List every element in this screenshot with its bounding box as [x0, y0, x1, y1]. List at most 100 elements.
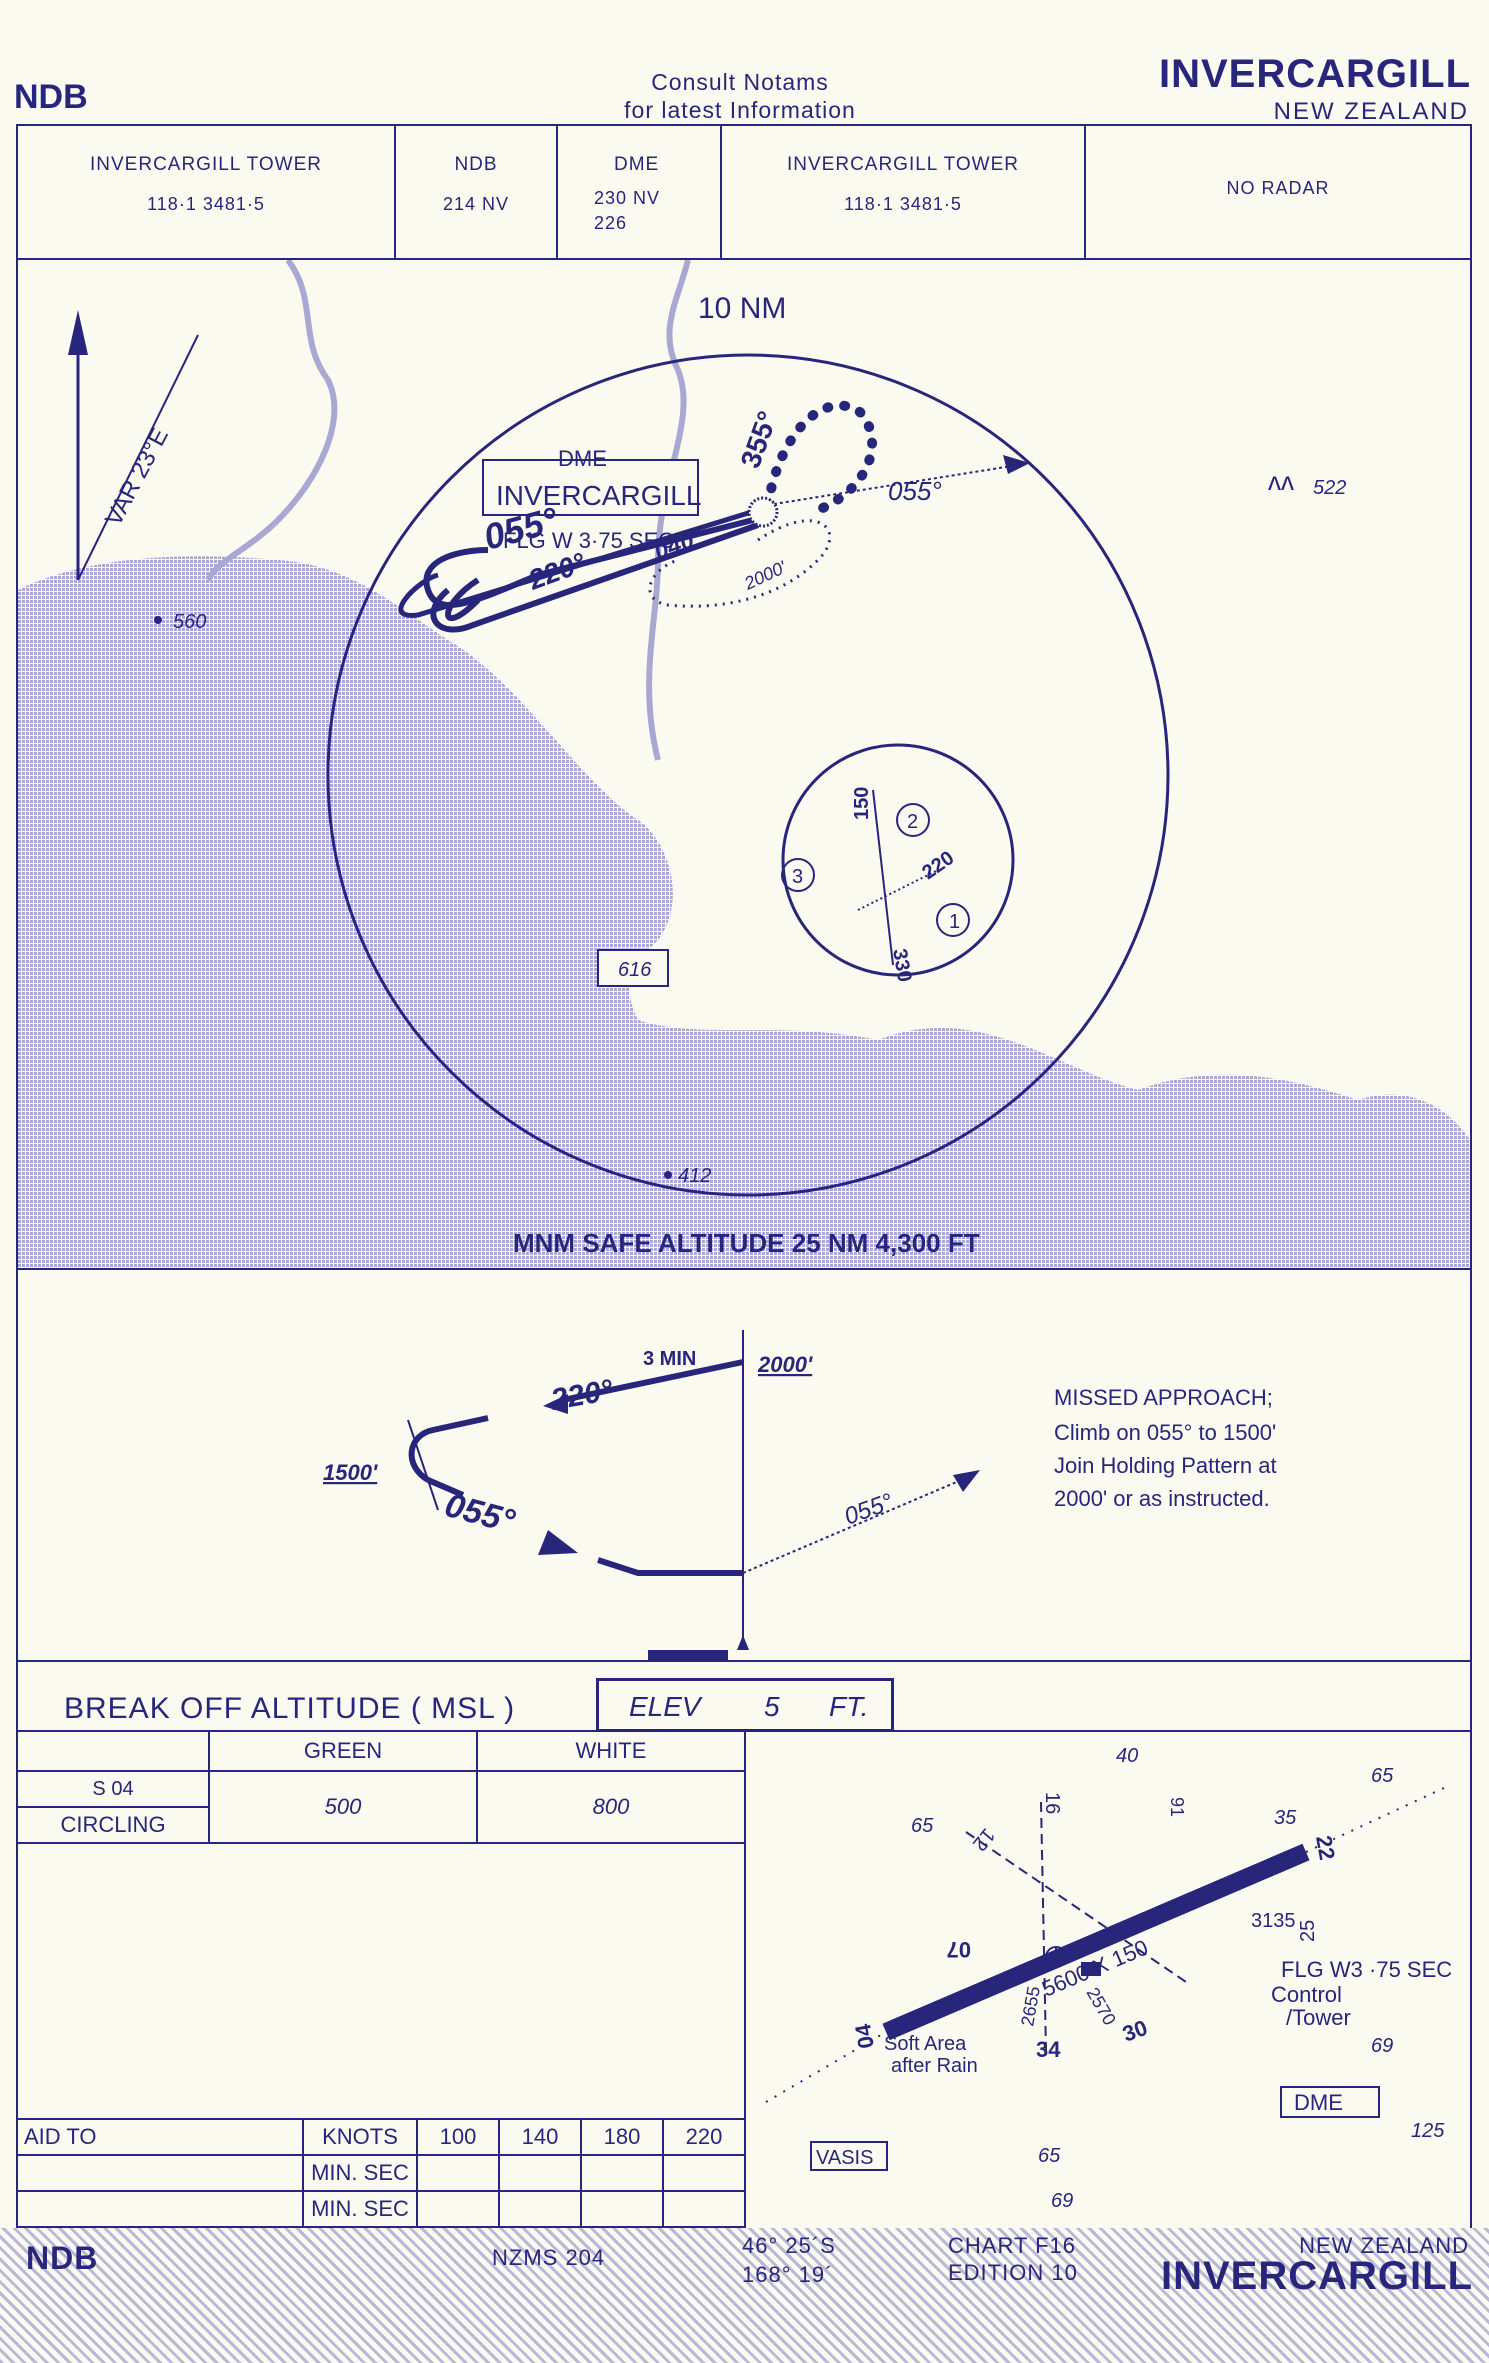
missed-line-3: 2000' or as instructed. [1054, 1486, 1270, 1511]
sector-marker [936, 903, 970, 937]
freq-value-2: 226 [594, 213, 628, 233]
variation-label: VAR 23°E [100, 424, 174, 531]
airport-name: INVERCARGILL [1159, 52, 1471, 96]
time-label: 3 MIN [643, 1348, 696, 1370]
footer-country: NEW ZEALAND [1299, 2233, 1469, 2258]
footer-edition: EDITION 10 [948, 2260, 1078, 2285]
notam-notice: Consult Notams for latest Information [520, 68, 960, 124]
control-label: Control [1271, 1982, 1342, 2007]
obstacle-height: 65 [1371, 1765, 1394, 1787]
row-circling: CIRCLING [18, 1806, 210, 1844]
row-s04: S 04 [18, 1770, 210, 1808]
obstacle-height: 40 [1116, 1745, 1138, 1767]
missed-profile-arrow [953, 1470, 980, 1492]
procedure-turn [398, 507, 759, 618]
speed-cell: 100 [416, 2118, 500, 2156]
msa-text: MNM SAFE ALTITUDE 25 NM 4,300 FT [513, 1228, 980, 1258]
plan-view: 10 NM VAR 23°E 560 ᴧᴧ 522 616 412 DME IN… [18, 260, 1470, 1270]
obstacle-height: 65 [1038, 2145, 1061, 2167]
rwy-22: 22 [1311, 1834, 1340, 1862]
rwy-04: 04 [850, 2021, 879, 2050]
divider [16, 1660, 1472, 1662]
knots-label: KNOTS [302, 2118, 418, 2156]
inbound-leg [430, 522, 759, 633]
footer-airport: INVERCARGILL [1161, 2254, 1473, 2298]
terrain-icon: ᴧᴧ [1268, 466, 1294, 496]
profile-missed-label: 055° [841, 1488, 897, 1530]
sector-line [872, 789, 894, 966]
dme-box [1280, 2086, 1380, 2118]
vasis-box [810, 2141, 888, 2171]
divider [16, 1268, 1472, 1270]
aid-empty [18, 2154, 304, 2192]
freq-value: 230 NV [594, 188, 661, 208]
sector-marker [781, 858, 815, 892]
footer-chart: CHART F16 [948, 2233, 1077, 2258]
min-sec-label: MIN. SEC [302, 2190, 418, 2228]
notam-line-1: Consult Notams [651, 69, 829, 95]
var-arrow [77, 334, 199, 581]
col-green: GREEN [208, 1730, 478, 1772]
elev-label: ELEV [629, 1691, 701, 1722]
len-2655: 2655 [1017, 1985, 1044, 2028]
rwy-34: 34 [1036, 2037, 1061, 2062]
soft-area-1: Soft Area [884, 2033, 967, 2055]
spot-dot [154, 616, 162, 624]
header-cell [18, 1730, 210, 1772]
obstacle-height: 125 [1411, 2120, 1445, 2142]
elevation-box: ELEV 5 FT. [596, 1678, 894, 1732]
aid-label: AID TO [18, 2118, 304, 2156]
range-ring-label: 10 NM [698, 292, 786, 325]
racetrack [445, 577, 481, 622]
speed-cell: 140 [498, 2118, 582, 2156]
freq-ndb: NDB 214 NV [396, 126, 558, 260]
freq-title: DME [614, 154, 660, 175]
sector-label: 150 [851, 787, 873, 820]
outbound-arrow [543, 1394, 568, 1414]
sector-entry-circle [781, 743, 1015, 977]
sector-number: 3 [792, 866, 803, 888]
fix-marker [737, 1635, 749, 1650]
dme-label: DME [558, 446, 607, 471]
aid-empty [18, 2190, 304, 2228]
missed-arrowhead [1003, 455, 1030, 474]
divider [16, 258, 1472, 260]
turn-profile [408, 1415, 489, 1483]
inbound-profile [426, 1477, 465, 1498]
footer-band [0, 2228, 1489, 2363]
land-mass [18, 556, 1470, 1270]
freq-title: INVERCARGILL TOWER [787, 154, 1019, 175]
footer-map-ref: NZMS 204 [492, 2245, 606, 2270]
minima-title: BREAK OFF ALTITUDE ( MSL ) [64, 1692, 516, 1725]
north-arrow-head [68, 310, 88, 355]
ndb-symbol [747, 496, 779, 528]
elev-value: 5 [764, 1691, 780, 1722]
runway-16-34 [1040, 1801, 1047, 2053]
spot-height: 560 [173, 611, 206, 633]
alt-tick [407, 1419, 439, 1511]
holding-pattern [763, 400, 878, 515]
vasis-label: VASIS [816, 2147, 873, 2169]
runway-07-25 [915, 1876, 1247, 2023]
procedure-type: NDB [14, 78, 88, 116]
spot-height: 522 [1313, 477, 1346, 499]
outbound-profile [562, 1359, 744, 1403]
len-3135: 3135 [1251, 1910, 1296, 1932]
inbound-arrow [538, 1530, 578, 1555]
dme-label: DME [1294, 2090, 1343, 2115]
col-white: WHITE [476, 1730, 746, 1772]
freq-value: 118·1 3481·5 [147, 194, 265, 214]
missed-title: MISSED APPROACH; [1054, 1385, 1273, 1410]
range-ring [326, 353, 1170, 1197]
white-value: 800 [476, 1770, 746, 1844]
profile-view: 3 MIN 2000' 1500' 220° 055° 055° MISSED … [323, 1330, 1277, 1660]
spot-box [597, 949, 669, 987]
beacon-label: FLG W3 ·75 SEC [1281, 1957, 1452, 1982]
control-tower [1081, 1962, 1101, 1976]
descent-profile [597, 1557, 743, 1576]
dme-name: INVERCARGILL [496, 480, 701, 511]
obstacle-height: 65 [911, 1815, 934, 1837]
freq-radar: NO RADAR [1086, 126, 1470, 260]
freq-value: 118·1 3481·5 [844, 194, 962, 214]
spot-height: 412 [678, 1165, 711, 1187]
